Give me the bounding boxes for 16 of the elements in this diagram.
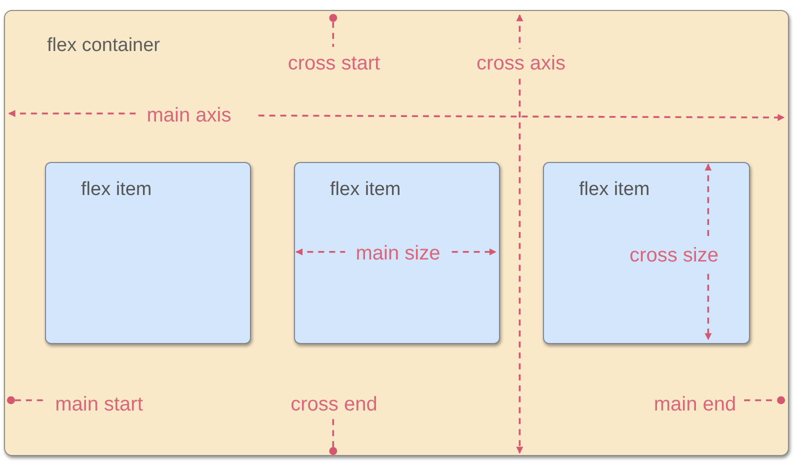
axis-label: main end bbox=[654, 394, 736, 416]
item-title: flex item bbox=[330, 179, 401, 201]
axis-label: main start bbox=[55, 394, 143, 416]
container-title: flex container bbox=[47, 35, 160, 57]
flex-item-box bbox=[45, 162, 251, 344]
item-title: flex item bbox=[81, 179, 152, 201]
flex-item-box bbox=[294, 162, 500, 344]
axis-label: main size bbox=[356, 242, 440, 266]
item-title: flex item bbox=[579, 179, 650, 201]
flex-item-box bbox=[543, 162, 750, 344]
axis-label: cross start bbox=[288, 52, 380, 76]
container-box bbox=[4, 10, 789, 456]
axis-label: cross axis bbox=[476, 52, 566, 76]
axis-label: main axis bbox=[146, 104, 232, 128]
axis-label: cross size bbox=[630, 244, 718, 268]
axis-label: cross end bbox=[290, 394, 378, 416]
